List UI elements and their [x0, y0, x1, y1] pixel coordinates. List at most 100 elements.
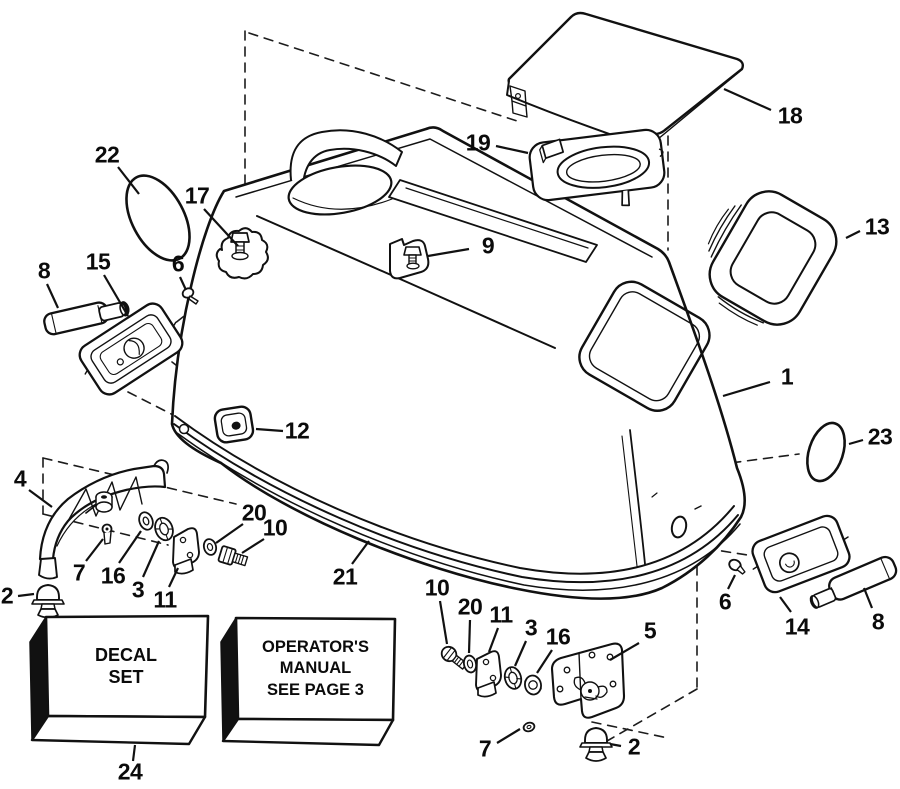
callout-label-5: 5: [643, 617, 657, 644]
callout-leader-11: [168, 567, 179, 588]
nut-16-bottom: [524, 674, 542, 696]
callout-leader-6: [727, 574, 736, 590]
callout-label-15: 15: [85, 248, 111, 275]
callout-leader-20: [215, 523, 244, 544]
callout-leader-5: [609, 642, 640, 661]
callout-leader-12: [255, 427, 284, 433]
engine-cover-body: [170, 126, 746, 600]
nut-7-bottom: [522, 721, 536, 733]
latch-plate-15: [78, 302, 184, 396]
callout-leader-10: [438, 600, 449, 645]
mount-2-left: [31, 584, 65, 619]
callout-leader-23: [848, 438, 864, 446]
latch-bracket-9: [389, 238, 430, 280]
seal-ring-23: [806, 421, 846, 483]
decal-set-line-2: SET: [108, 667, 144, 687]
callout-label-1: 1: [780, 363, 794, 390]
callout-leader-24: [131, 744, 137, 762]
callout-leader-2: [17, 592, 35, 598]
support-bracket-4: [38, 459, 169, 580]
callout-label-7: 7: [72, 559, 86, 586]
callout-leader-3: [141, 540, 161, 578]
knob-12: [213, 405, 255, 444]
washer-3-bottom: [503, 666, 523, 690]
callout-leader-16: [536, 649, 553, 674]
callout-label-19: 19: [465, 129, 491, 156]
callout-leader-7: [496, 728, 521, 744]
callout-leader-13: [845, 230, 861, 239]
window-seal-13: [707, 190, 838, 326]
callout-leader-16: [118, 530, 142, 564]
callout-leader-20: [467, 619, 472, 654]
callout-leader-19: [495, 144, 529, 155]
callout-label-16: 16: [545, 623, 571, 650]
screw-6-top-left: [181, 287, 199, 305]
callout-leader-1: [722, 380, 771, 398]
callout-label-3: 3: [524, 614, 538, 641]
washer-16-left: [138, 511, 154, 531]
top-opening-rim: [388, 179, 598, 263]
seal-ring-22: [125, 174, 191, 262]
operators-manual-box-label: OPERATOR'S MANUAL SEE PAGE 3: [237, 621, 394, 717]
callout-label-21: 21: [332, 563, 358, 590]
callout-label-8: 8: [37, 257, 51, 284]
callout-label-3: 3: [131, 576, 145, 603]
callout-leader-8: [862, 587, 874, 609]
manual-line-3: SEE PAGE 3: [267, 680, 364, 699]
callout-label-4: 4: [13, 465, 27, 492]
callout-label-2: 2: [0, 582, 14, 609]
callout-leader-15: [103, 274, 129, 317]
callout-leader-3: [513, 640, 528, 667]
callout-label-14: 14: [784, 613, 810, 640]
screw-6-right: [728, 558, 746, 575]
callout-leader-8: [46, 283, 59, 309]
gasket-19: [528, 128, 666, 207]
callout-leader-18: [723, 87, 772, 112]
mount-2-bottom: [579, 727, 613, 762]
decal-set-line-1: DECAL: [95, 645, 157, 666]
callout-label-20: 20: [241, 499, 267, 526]
callout-label-24: 24: [117, 758, 143, 785]
callout-label-6: 6: [718, 588, 732, 615]
pin-7-left: [101, 523, 113, 545]
callout-label-16: 16: [100, 562, 126, 589]
side-window-opening: [578, 280, 711, 412]
callout-leader-4: [28, 489, 53, 508]
washer-3-left: [154, 516, 174, 542]
washer-20-left: [202, 538, 218, 556]
callout-label-13: 13: [864, 213, 890, 240]
callout-label-18: 18: [777, 102, 803, 129]
callout-leader-21: [351, 540, 370, 565]
bolt-10-left: [217, 545, 249, 567]
callout-label-22: 22: [94, 141, 120, 168]
callout-label-11: 11: [489, 601, 513, 628]
callout-label-10: 10: [262, 514, 288, 541]
callout-label-17: 17: [184, 182, 210, 209]
callout-leader-17: [203, 208, 239, 247]
callout-leader-22: [117, 166, 140, 195]
callout-label-10: 10: [424, 574, 450, 601]
callout-label-23: 23: [867, 423, 893, 450]
callout-leader-11: [487, 627, 500, 653]
latch-bracket-5: [550, 642, 626, 719]
callout-leader-6: [179, 276, 187, 291]
top-cover-lid-18: [506, 11, 745, 148]
bracket-11-bottom: [475, 650, 502, 698]
bracket-11-left: [172, 527, 200, 575]
latch-plate-14: [751, 514, 851, 594]
callout-leader-7: [85, 538, 104, 562]
screw-10-bottom: [440, 645, 468, 670]
decal-set-box-art: [29, 614, 210, 746]
callout-label-12: 12: [284, 417, 310, 444]
callout-leader-2: [609, 742, 622, 748]
callout-label-8: 8: [871, 608, 885, 635]
washer-20-bottom: [462, 654, 478, 674]
callout-label-6: 6: [171, 250, 185, 277]
latch-handle-8-right: [809, 555, 898, 609]
callout-label-11: 11: [153, 586, 177, 613]
operators-manual-box-art: [220, 616, 397, 747]
manual-line-1: OPERATOR'S: [262, 638, 369, 657]
